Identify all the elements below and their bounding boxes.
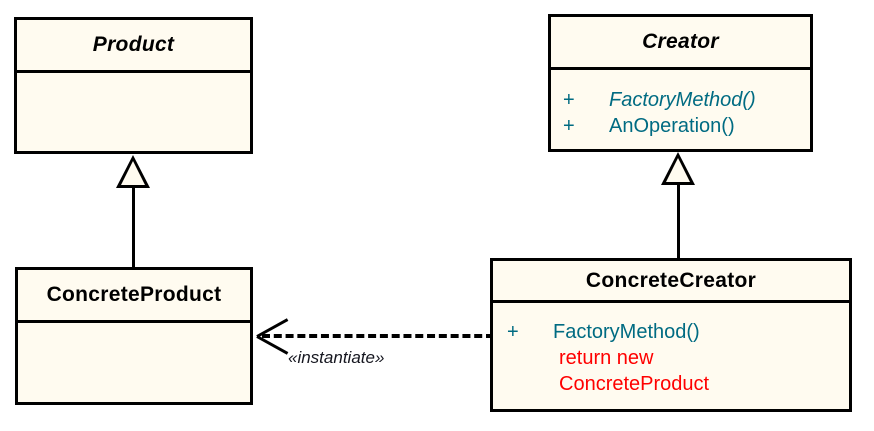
- class-box-creator[interactable]: Creator + FactoryMethod() + AnOperation(…: [548, 14, 813, 152]
- class-name-product: Product: [92, 33, 175, 56]
- dependency-line-instantiate: [262, 334, 494, 338]
- class-name-compartment-product: Product: [17, 20, 250, 73]
- members-compartment-concrete-product: [18, 323, 250, 402]
- members-compartment-creator: + FactoryMethod() + AnOperation(): [551, 70, 810, 152]
- member-visibility: +: [507, 321, 519, 343]
- class-name-creator: Creator: [642, 30, 719, 53]
- member-visibility: +: [563, 115, 575, 137]
- generalization-line-product: [131, 187, 135, 268]
- member-visibility: +: [563, 89, 575, 111]
- triangle-fill: [121, 161, 145, 185]
- code-line: ConcreteProduct: [559, 373, 710, 395]
- generalization-line-creator: [676, 184, 680, 259]
- dependency-arrowhead-lower: [256, 335, 289, 355]
- member-row[interactable]: + FactoryMethod(): [563, 87, 810, 113]
- class-box-concrete-creator[interactable]: ConcreteCreator + FactoryMethod() return…: [490, 258, 852, 412]
- class-name-compartment-concrete-creator: ConcreteCreator: [493, 261, 849, 303]
- member-row[interactable]: + AnOperation(): [563, 113, 810, 139]
- class-box-concrete-product[interactable]: ConcreteProduct: [15, 267, 253, 405]
- member-signature: FactoryMethod(): [553, 321, 700, 343]
- class-box-product[interactable]: Product: [14, 17, 253, 154]
- class-name-concrete-creator: ConcreteCreator: [585, 268, 757, 292]
- member-signature: FactoryMethod(): [609, 89, 756, 111]
- member-signature: AnOperation(): [609, 115, 735, 137]
- members-compartment-concrete-creator: + FactoryMethod() return new ConcretePro…: [493, 303, 849, 409]
- class-name-concrete-product: ConcreteProduct: [46, 283, 222, 306]
- code-line: return new: [559, 347, 654, 369]
- class-name-compartment-concrete-product: ConcreteProduct: [18, 270, 250, 323]
- member-row[interactable]: + FactoryMethod(): [507, 319, 849, 345]
- triangle-fill: [666, 158, 690, 182]
- members-compartment-product: [17, 73, 250, 151]
- class-name-compartment-creator: Creator: [551, 17, 810, 70]
- dependency-stereotype-label-instantiate: «instantiate»: [288, 348, 385, 367]
